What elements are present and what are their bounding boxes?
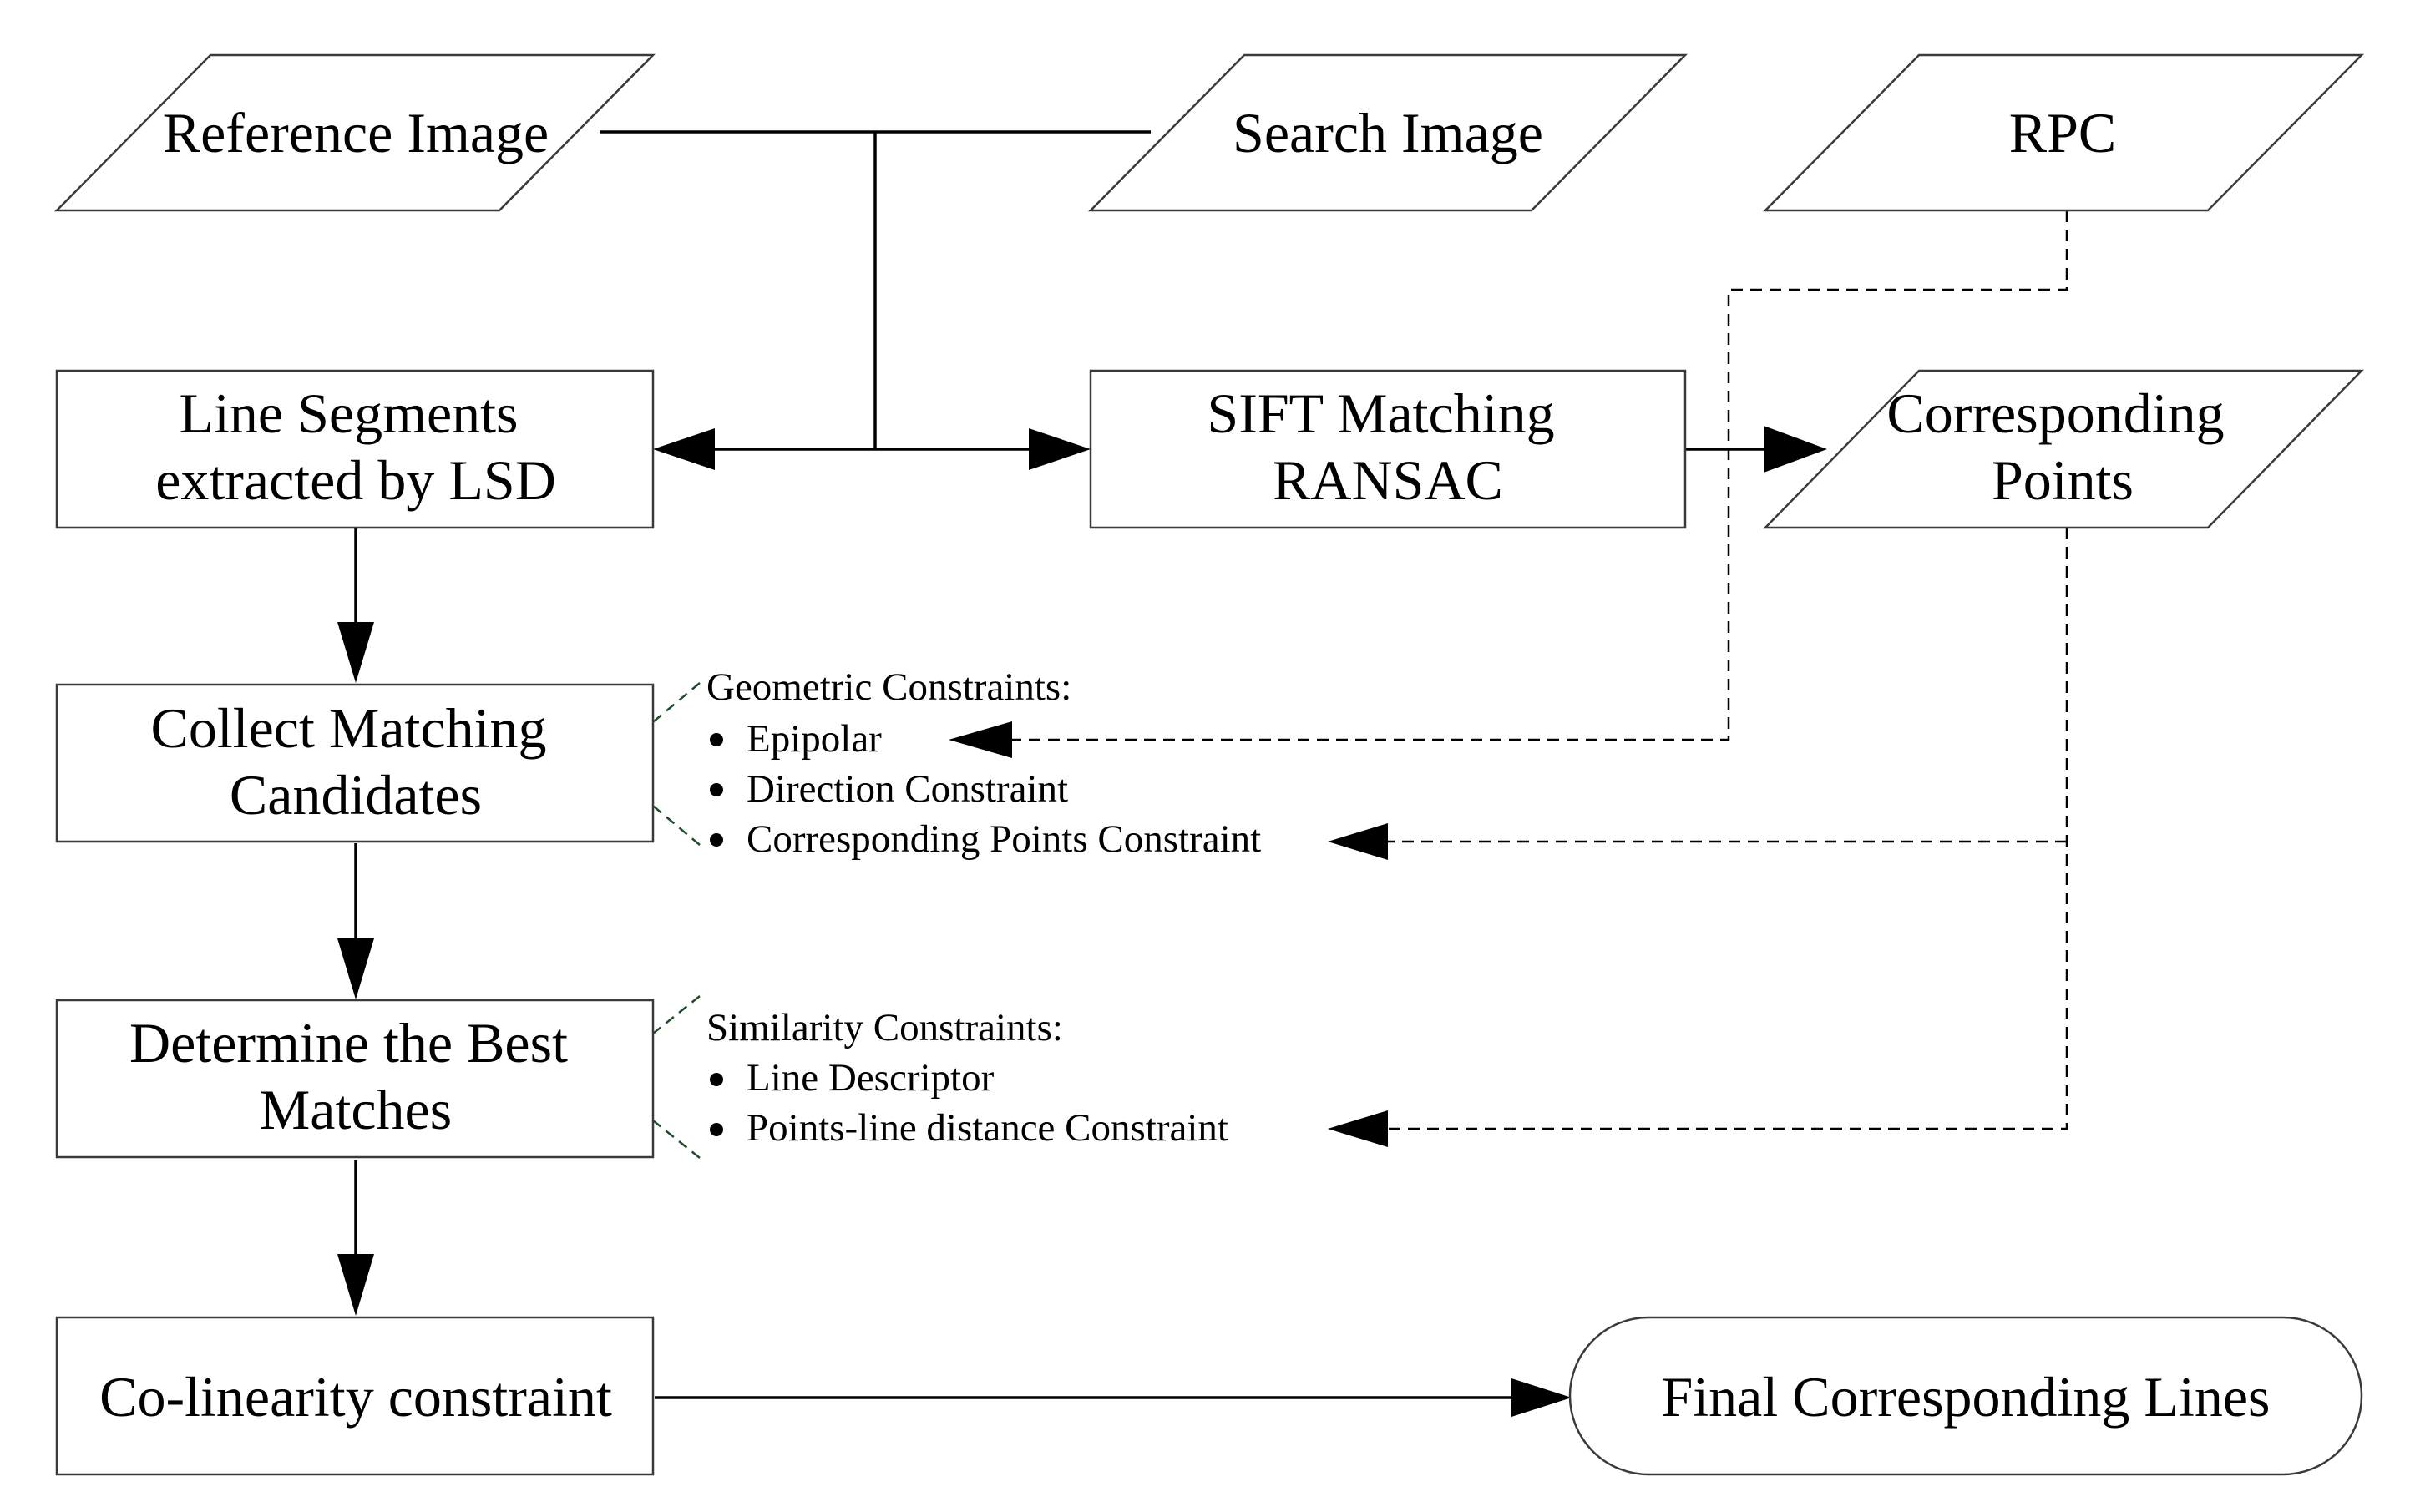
reference-image-label: Reference Image: [163, 101, 549, 164]
arrow-to-colinearity: [337, 1254, 374, 1316]
search-image-node: Search Image: [1088, 53, 1688, 212]
geometric-item-epipolar: Epipolar: [747, 717, 882, 761]
bullet-dot: [710, 1123, 723, 1136]
colinearity-label: Co-linearity constraint: [99, 1365, 612, 1429]
corresponding-points-line-1: Corresponding: [1886, 382, 2224, 445]
final-lines-line: Final Corresponding Lines: [1661, 1365, 2270, 1429]
reference-image-node: Reference Image: [54, 53, 656, 212]
line-segments-node: Line Segments extracted by LSD: [55, 369, 655, 529]
collect-candidates-line-1: Collect Matching: [150, 696, 546, 760]
arrowheads: [337, 426, 1827, 1417]
bullet-dot: [710, 783, 723, 796]
colinearity-node: Co-linearity constraint: [55, 1316, 655, 1476]
points-to-similarity-dashed: [1386, 528, 2068, 1130]
similarity-constraints-title: Similarity Constraints:: [706, 1006, 1063, 1049]
geometric-item-points: Corresponding Points Constraint: [747, 817, 1261, 861]
final-lines-label: Final Corresponding Lines: [1661, 1365, 2270, 1429]
best-matches-node: Determine the Best Matches: [55, 999, 655, 1159]
line-segments-line-2: extracted by LSD: [155, 448, 556, 512]
arrow-to-points-constraint: [1328, 823, 1388, 860]
rpc-to-epipolar-dashed: [1012, 210, 2068, 741]
rpc-line: RPC: [2009, 101, 2117, 164]
corresponding-points-line-2: Points: [1992, 448, 2134, 512]
corresponding-points-label: Corresponding Points: [1886, 382, 2238, 512]
rpc-node: RPC: [1763, 53, 2364, 212]
bullet-dot: [710, 1073, 723, 1086]
bullet-dot: [710, 733, 723, 746]
search-image-line: Search Image: [1233, 101, 1543, 164]
similarity-item-pointline: Points-line distance Constraint: [747, 1106, 1228, 1150]
line-segments-label: Line Segments extracted by LSD: [155, 382, 556, 512]
sift-matching-node: SIFT Matching RANSAC: [1089, 369, 1687, 529]
final-lines-node: Final Corresponding Lines: [1568, 1316, 2363, 1476]
best-matches-line-1: Determine the Best: [129, 1011, 568, 1075]
rpc-label: RPC: [2009, 101, 2117, 164]
geometric-item-direction: Direction Constraint: [747, 767, 1068, 811]
best-matches-label: Determine the Best Matches: [129, 1011, 582, 1141]
collect-candidates-line-2: Candidates: [230, 763, 482, 827]
collect-candidates-label: Collect Matching Candidates: [150, 696, 560, 827]
reference-image-line: Reference Image: [163, 101, 549, 164]
arrow-to-epipolar: [949, 721, 1012, 758]
sift-matching-line-2: RANSAC: [1273, 448, 1503, 512]
best-matches-line-2: Matches: [260, 1078, 452, 1141]
bullet-dot: [710, 833, 723, 847]
sift-matching-label: SIFT Matching RANSAC: [1207, 382, 1568, 512]
arrow-to-pointline-constraint: [1328, 1110, 1388, 1147]
corresponding-points-node: Corresponding Points: [1763, 369, 2364, 529]
search-image-label: Search Image: [1233, 101, 1543, 164]
arrow-to-lsd: [653, 428, 715, 470]
arrow-to-best: [337, 938, 374, 999]
line-segments-line-1: Line Segments: [179, 382, 518, 445]
geometric-constraints-note: Geometric Constraints: Epipolar Directio…: [706, 665, 1261, 861]
geometric-constraints-title: Geometric Constraints:: [706, 665, 1071, 709]
arrow-to-sift: [1029, 428, 1091, 470]
arrow-to-points: [1764, 426, 1827, 473]
arrow-to-final: [1511, 1378, 1572, 1417]
similarity-constraints-note: Similarity Constraints: Line Descriptor …: [706, 1006, 1228, 1150]
collect-candidates-node: Collect Matching Candidates: [55, 683, 655, 843]
arrow-to-collect: [337, 622, 374, 683]
colinearity-line: Co-linearity constraint: [99, 1365, 612, 1429]
sift-matching-line-1: SIFT Matching: [1207, 382, 1554, 445]
similarity-item-descriptor: Line Descriptor: [747, 1056, 995, 1100]
